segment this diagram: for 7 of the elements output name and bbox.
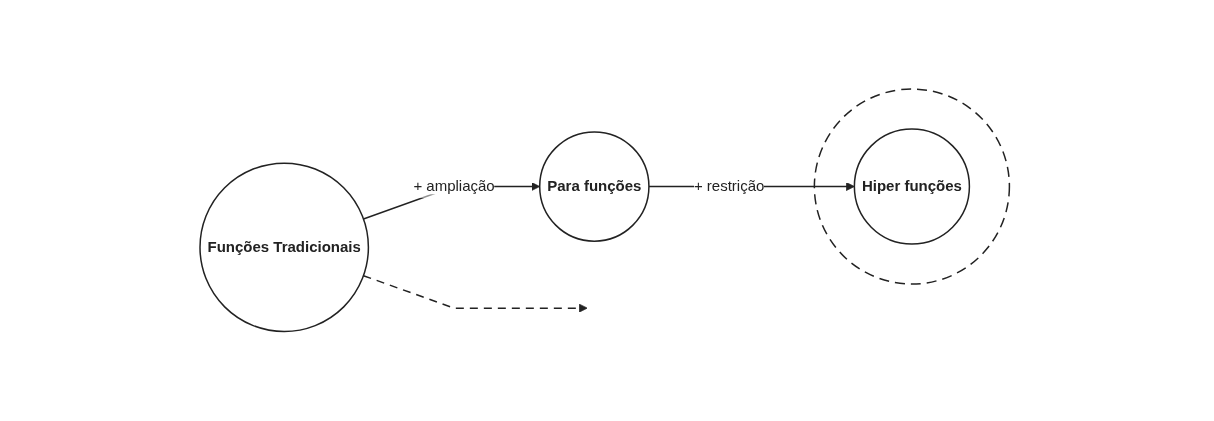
node-circle: Funções Tradicionais <box>199 162 369 333</box>
node-circle: Para funções <box>538 131 650 243</box>
cluster <box>813 88 1010 285</box>
arrow <box>362 275 588 313</box>
edge-label: + ampliação <box>413 177 495 195</box>
edge-label: + restrição <box>693 177 765 195</box>
node-circle: Hiper funções <box>853 128 970 245</box>
